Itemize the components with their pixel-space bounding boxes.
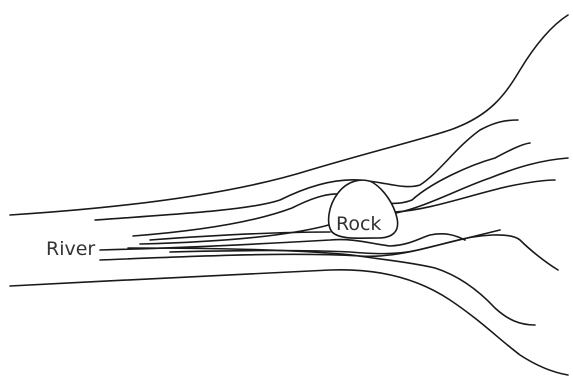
river-label: River: [46, 238, 95, 260]
lower-bank-line: [10, 270, 568, 375]
streamline-lower-4: [128, 248, 535, 325]
streamline-upper-1: [95, 120, 518, 220]
upper-bank-line: [10, 15, 568, 215]
rock-label: Rock: [336, 213, 381, 235]
